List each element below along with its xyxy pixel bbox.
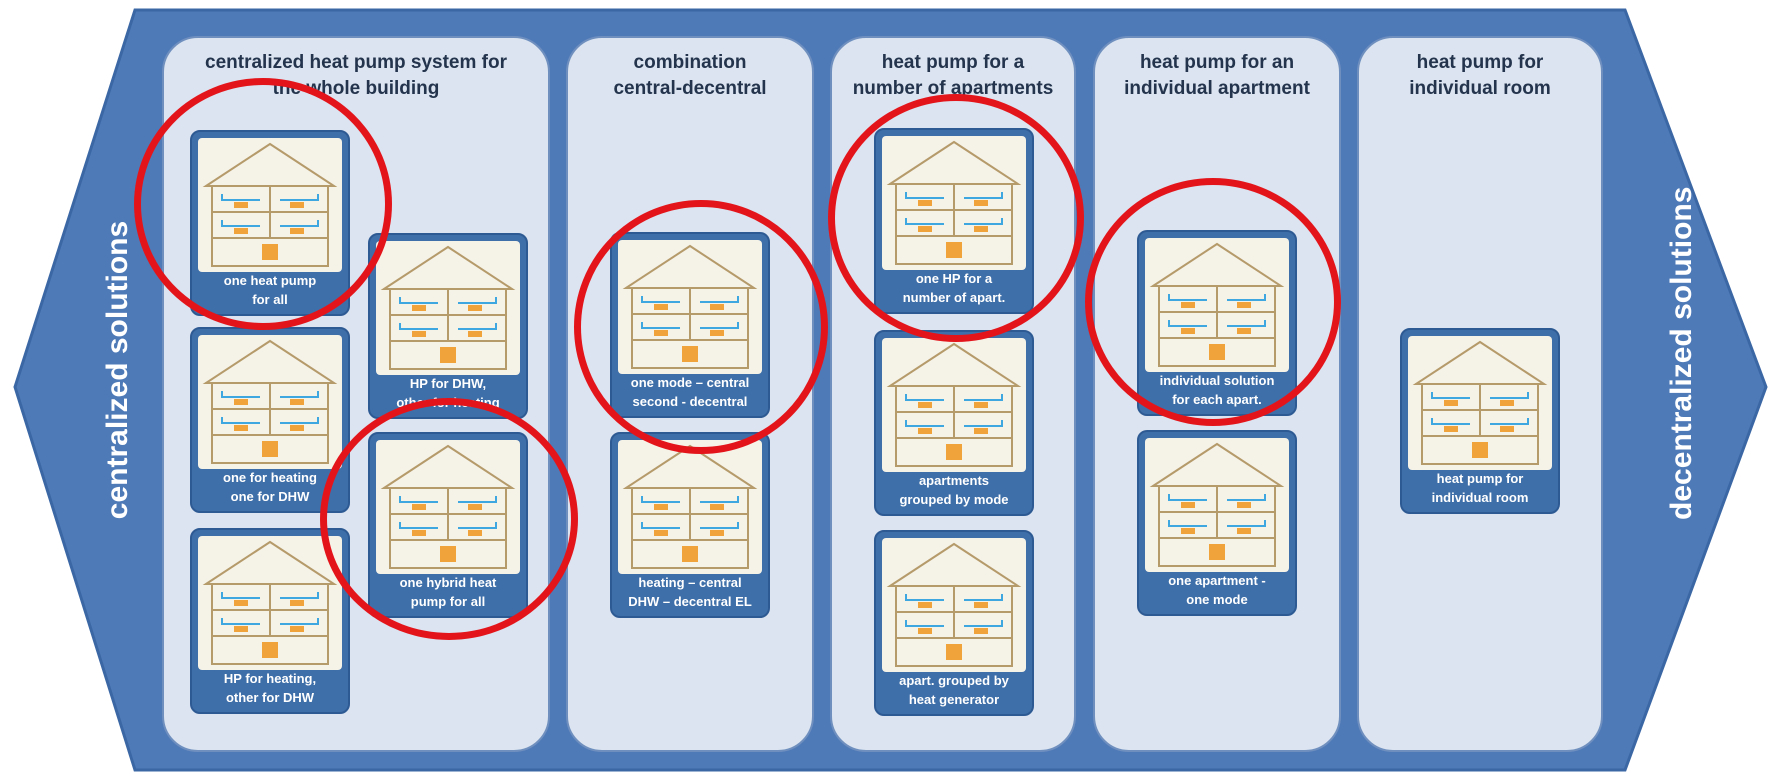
card-caption: apartments grouped by mode bbox=[899, 473, 1009, 507]
house-room-hp-icon bbox=[1408, 336, 1552, 470]
card-apartments-grouped-by-mode: apartments grouped by mode bbox=[874, 330, 1034, 516]
card-one-apartment-one-mode: one apartment - one mode bbox=[1137, 430, 1297, 616]
column-title: combination central-decentral bbox=[613, 52, 767, 99]
card-one-for-heating-one-for-dhw: one for heating one for DHW bbox=[190, 327, 350, 513]
highlight-ring bbox=[1085, 178, 1341, 426]
card-caption: heat pump for individual room bbox=[1431, 471, 1529, 505]
column-title: heat pump for an individual apartment bbox=[1124, 52, 1310, 99]
house-central-heating-icon bbox=[618, 440, 762, 574]
card-caption: heating – central DHW – decentral EL bbox=[628, 575, 752, 609]
card-caption: one apartment - one mode bbox=[1168, 573, 1266, 607]
card-caption: apart. grouped by heat generator bbox=[899, 673, 1009, 707]
house-hp-dhw-icon bbox=[376, 241, 520, 375]
card-caption: one for heating one for DHW bbox=[223, 470, 317, 504]
card-caption: HP for heating, other for DHW bbox=[223, 671, 317, 705]
highlight-ring bbox=[828, 94, 1084, 342]
card-heat-pump-individual-room: heat pump for individual room bbox=[1400, 328, 1560, 514]
card-hp-for-heating: HP for heating, other for DHW bbox=[190, 528, 350, 714]
highlight-ring bbox=[134, 78, 392, 330]
column-title: heat pump for individual room bbox=[1409, 52, 1551, 99]
house-hp-heating-icon bbox=[198, 536, 342, 670]
house-apartment-mode-icon bbox=[1145, 438, 1289, 572]
decentralized-solutions-label: decentralized solutions bbox=[1665, 186, 1698, 520]
column-title: heat pump for a number of apartments bbox=[852, 52, 1054, 99]
house-grouped-mode-icon bbox=[882, 338, 1026, 472]
highlight-ring bbox=[320, 398, 578, 640]
card-apart-grouped-by-generator: apart. grouped by heat generator bbox=[874, 530, 1034, 716]
card-heating-central: heating – central DHW – decentral EL bbox=[610, 432, 770, 618]
house-two-units-icon bbox=[198, 335, 342, 469]
highlight-ring bbox=[574, 200, 828, 454]
house-grouped-generator-icon bbox=[882, 538, 1026, 672]
centralized-solutions-label: centralized solutions bbox=[101, 220, 134, 520]
card-hp-for-dhw: HP for DHW, other for heating bbox=[368, 233, 528, 419]
